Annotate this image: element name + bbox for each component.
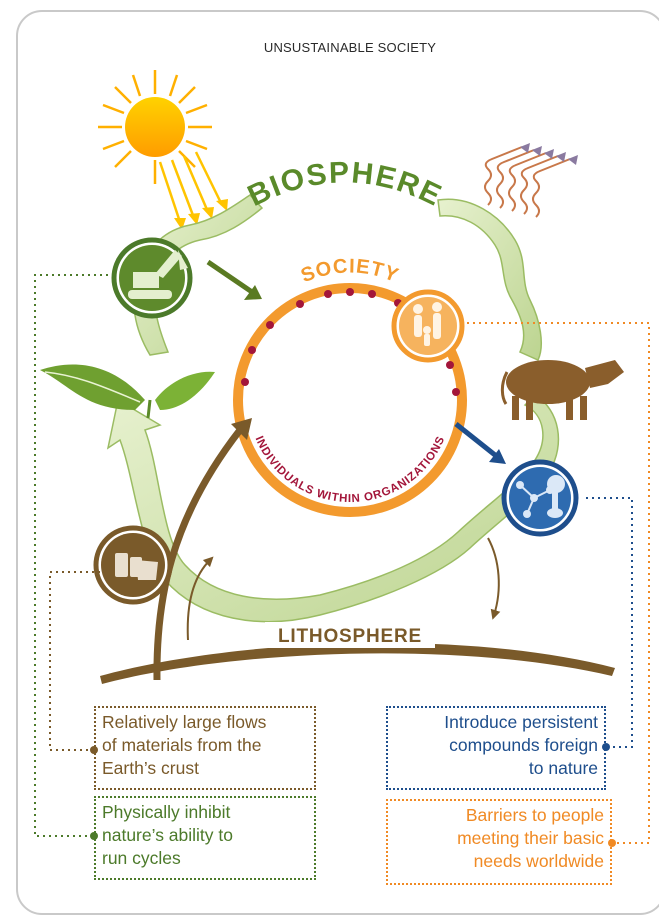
society-label: SOCIETY <box>298 255 402 287</box>
materials-line-1: Relatively large flows <box>102 712 267 732</box>
nature-line-3: run cycles <box>102 848 181 868</box>
heat-waves-icon <box>484 143 578 218</box>
lithosphere-band <box>100 643 615 684</box>
materials-flow-box: Relatively large flows of materials from… <box>94 706 316 790</box>
lithosphere-label-bg <box>265 622 435 648</box>
cow-icon <box>500 360 624 420</box>
lithosphere-label: LITHOSPHERE <box>278 626 422 647</box>
needs-line-3: needs worldwide <box>473 851 604 871</box>
diagram-title: UNSUSTAINABLE SOCIETY <box>263 40 437 55</box>
excavator-icon <box>111 237 193 319</box>
materials-line-3: Earth’s crust <box>102 758 199 778</box>
molecule-icon <box>501 459 579 537</box>
compounds-line-2: compounds foreign <box>449 735 598 755</box>
needs-line-1: Barriers to people <box>465 805 604 825</box>
biosphere-label: BIOSPHERE <box>243 156 448 213</box>
nature-line-2: nature’s ability to <box>102 825 234 845</box>
materials-line-2: of materials from the <box>102 735 262 755</box>
needs-line-2: meeting their basic <box>457 828 604 848</box>
nature-line-1: Physically inhibit <box>102 802 231 822</box>
compounds-line-1: Introduce persistent <box>444 712 598 732</box>
connector-lines <box>34 274 650 844</box>
basic-needs-box: Barriers to people meeting their basic n… <box>386 799 612 885</box>
nature-cycles-box: Physically inhibit nature’s ability to r… <box>94 796 316 880</box>
sun-icon <box>98 70 228 230</box>
extraction-arrow <box>206 259 262 300</box>
emission-arrow <box>454 422 506 464</box>
compounds-line-3: to nature <box>528 758 598 778</box>
leaf-icon <box>40 364 215 419</box>
family-icon <box>391 289 465 363</box>
persistent-compounds-box: Introduce persistent compounds foreign t… <box>386 706 606 790</box>
barrels-icon <box>93 525 173 605</box>
